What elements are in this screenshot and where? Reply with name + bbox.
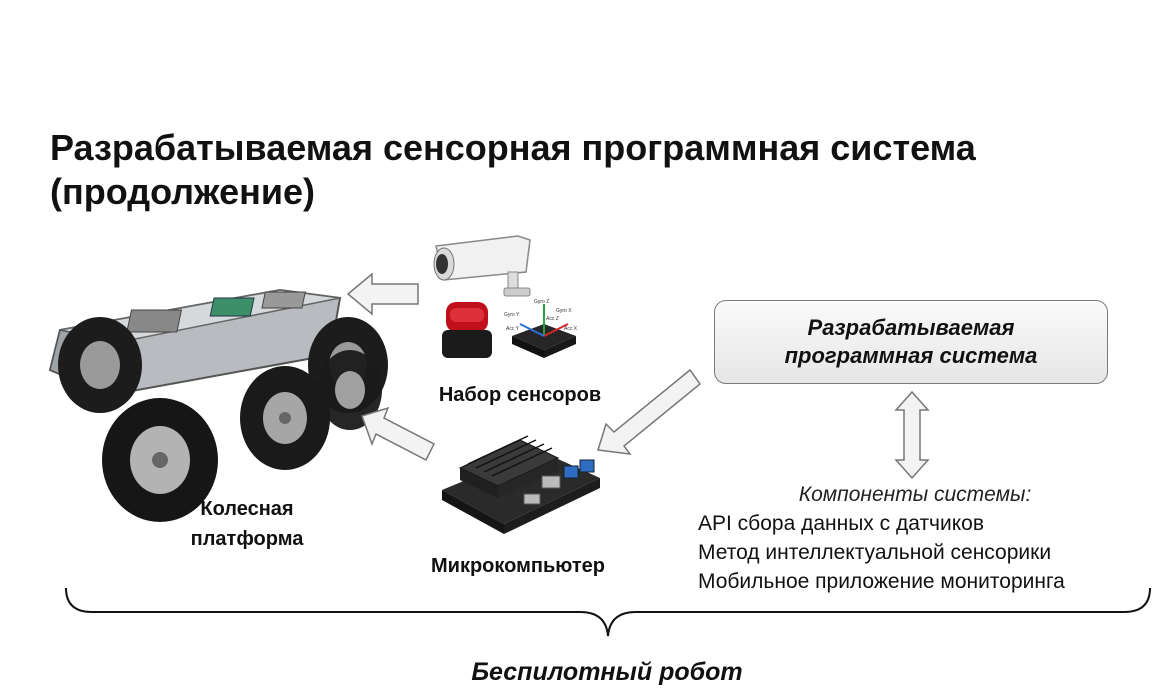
components-title: Компоненты системы: [798, 483, 1032, 506]
slide-title: Разрабатываемая сенсорная программная си… [50, 126, 1150, 214]
wheeled-platform-image [48, 288, 388, 522]
camera-image [433, 235, 531, 297]
imu-acc-z-label: Acc Z [546, 316, 559, 322]
imu-image: Gyro Z Gyro X Gyro Y Acc Z Acc X Acc Y [504, 299, 578, 358]
lidar-image [442, 302, 492, 358]
footer-label: Беспилотный робот [471, 658, 743, 686]
component-item: API сбора данных с датчиков [698, 512, 984, 535]
imu-gyro-y-label: Gyro Y [504, 312, 520, 318]
wheel-front [102, 398, 218, 522]
component-item: Метод интеллектуальной сенсорики [698, 541, 1052, 564]
wheeled-platform-caption-line-2: платформа [190, 528, 304, 550]
imu-acc-x-label: Acc X [564, 326, 578, 332]
wheel-middle [240, 366, 330, 470]
microcomputer-caption: Микрокомпьютер [431, 555, 605, 577]
arrow-sensors-to-platform [346, 272, 419, 316]
wheel-front-right [318, 350, 382, 430]
curly-brace [65, 587, 1151, 637]
software-system-box: Разрабатываемая программная система [714, 300, 1108, 384]
imu-gyro-z-label: Gyro Z [534, 299, 549, 305]
imu-acc-y-label: Acc Y [506, 326, 520, 332]
software-box-line-2: программная система [784, 343, 1038, 368]
wheeled-platform-caption-line-1: Колесная [200, 498, 294, 520]
component-item: Мобильное приложение мониторинга [698, 570, 1065, 593]
imu-gyro-x-label: Gyro X [556, 308, 572, 314]
software-box-line-1: Разрабатываемая [807, 315, 1015, 340]
arrow-microcomputer-to-platform [361, 406, 436, 462]
wheel-back-left [58, 317, 142, 413]
arrow-software-to-microcomputer [597, 368, 702, 455]
double-arrow-software-components [894, 390, 930, 480]
sensor-set-caption: Набор сенсоров [438, 384, 602, 406]
title-line-1: Разрабатываемая сенсорная программная си… [50, 127, 976, 168]
title-line-2: (продолжение) [50, 171, 316, 212]
wheeled-platform-caption: Колесная платформа [162, 494, 332, 554]
microcomputer-image [442, 435, 600, 534]
